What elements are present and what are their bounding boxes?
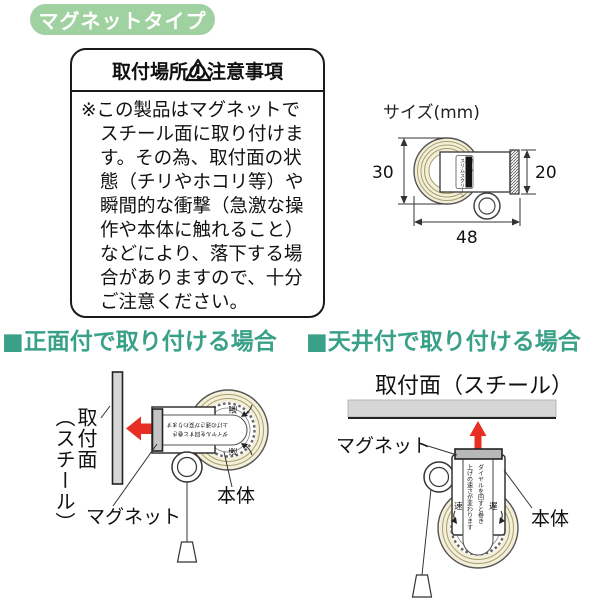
ceiling-dial-arrows bbox=[451, 510, 505, 524]
front-surface-label: 取付面 （スチール） bbox=[52, 407, 98, 533]
front-magnet-leader bbox=[112, 443, 158, 507]
front-mount-diagram: ダイヤルを回すと巻き 上げの速さが変わります 遅 速 マグネット 本体 bbox=[86, 371, 269, 563]
size-magnet bbox=[509, 149, 520, 195]
front-magnet bbox=[151, 408, 164, 452]
ceiling-fast-label: 速 bbox=[454, 502, 463, 512]
warning-line: スチール面に取り付けま bbox=[100, 124, 304, 145]
warning-line: ※この製品はマグネットで bbox=[81, 100, 301, 121]
front-dial-note: ダイヤルを回すと巻き 上げの速さが変わります bbox=[166, 421, 228, 438]
ceiling-pull-ring bbox=[423, 461, 455, 493]
front-body-leader bbox=[223, 451, 233, 488]
svg-text:上げの速さが変わります: 上げの速さが変わります bbox=[166, 421, 228, 429]
wall-label-tick bbox=[100, 405, 111, 419]
warning-triangle-icon bbox=[184, 58, 211, 82]
size-diagram-title: サイズ(mm) bbox=[383, 103, 480, 123]
size-diagram: スリムスクリーン Slim Screen 30 20 bbox=[372, 137, 557, 248]
dim-48-label: 48 bbox=[456, 228, 478, 248]
size-product-label: スリムスクリーン Slim Screen bbox=[455, 155, 474, 198]
warning-line: 作や本体に触れること） bbox=[100, 220, 304, 241]
ceiling-steel-surface bbox=[347, 399, 557, 419]
front-fast-label: 速 bbox=[229, 447, 239, 456]
front-slow-label: 遅 bbox=[229, 405, 239, 414]
ceiling-pull-weight bbox=[411, 574, 433, 598]
ceiling-dial-note-line2: 上げの速さが変わります bbox=[466, 463, 473, 530]
ceiling-magnet-leader bbox=[427, 445, 458, 456]
warning-line: 態（チリやホコリ等）や bbox=[100, 172, 304, 193]
dial-gear bbox=[200, 402, 256, 458]
ceiling-magnet-label: マグネット bbox=[336, 435, 431, 457]
size-pull-ring bbox=[473, 192, 501, 220]
dim-20 bbox=[521, 149, 536, 195]
ceiling-surface-label: 取付面（スチール） bbox=[375, 374, 573, 399]
front-magnet-label: マグネット bbox=[86, 506, 181, 528]
ceiling-pull-cord bbox=[421, 488, 432, 576]
front-pull-weight bbox=[176, 541, 198, 563]
ceiling-dial-channel bbox=[462, 459, 494, 556]
product-label-jp: スリムスクリーン bbox=[459, 158, 465, 198]
type-badge: マグネットタイプ bbox=[30, 4, 215, 35]
size-body bbox=[439, 151, 511, 193]
front-mount-heading: ■正面付で取り付ける場合 bbox=[2, 329, 277, 355]
warning-box: 取付場所の注意事項 ※この製品はマグネットで スチール面に取り付けま す。その為… bbox=[70, 48, 325, 318]
warning-box-header: 取付場所の注意事項 bbox=[72, 50, 323, 92]
ceiling-slow-label: 遅 bbox=[489, 502, 498, 512]
warning-line: ご注意ください。 bbox=[100, 292, 249, 313]
warning-line: などにより、落下する場 bbox=[100, 244, 303, 265]
wall-steel-surface bbox=[111, 371, 124, 485]
front-dial-arrows bbox=[241, 404, 253, 456]
dim-48 bbox=[413, 196, 521, 226]
ceiling-body-label: 本体 bbox=[531, 508, 569, 530]
ceiling-mount-heading: ■天井付で取り付ける場合 bbox=[306, 329, 581, 355]
front-pull-ring bbox=[171, 451, 203, 483]
dim-30 bbox=[398, 137, 444, 205]
front-surface-label-line2: （スチール） bbox=[52, 407, 76, 533]
warning-body: ※この製品はマグネットで スチール面に取り付けま す。その為、取付面の状 態（チ… bbox=[72, 92, 323, 315]
front-surface-label-line1: 取付面 bbox=[74, 407, 98, 470]
svg-text:ダイヤルを回すと巻き: ダイヤルを回すと巻き bbox=[172, 430, 228, 438]
dim-20-label: 20 bbox=[535, 163, 557, 183]
warning-line: 合がありますので、十分 bbox=[100, 268, 303, 289]
ceiling-dial-note-line1: ダイヤルを回すと巻き bbox=[477, 463, 484, 524]
front-dial-channel bbox=[162, 414, 248, 446]
attach-direction-arrow-icon bbox=[469, 421, 487, 449]
warning-line: す。その為、取付面の状 bbox=[100, 148, 302, 169]
type-badge-label: マグネットタイプ bbox=[38, 9, 207, 33]
front-body-label: 本体 bbox=[217, 485, 255, 507]
ceiling-body-leader bbox=[503, 469, 533, 509]
ceiling-mount-diagram: 取付面（スチール） ダイヤルを回すと巻き 上げの速さが bbox=[336, 374, 573, 598]
product-label-en: Slim Screen bbox=[468, 159, 473, 184]
warning-line: 瞬間的な衝撃（急激な操 bbox=[100, 196, 304, 217]
dim-30-label: 30 bbox=[372, 163, 394, 183]
attach-direction-arrow-icon bbox=[126, 416, 154, 441]
ceiling-magnet bbox=[454, 448, 503, 460]
